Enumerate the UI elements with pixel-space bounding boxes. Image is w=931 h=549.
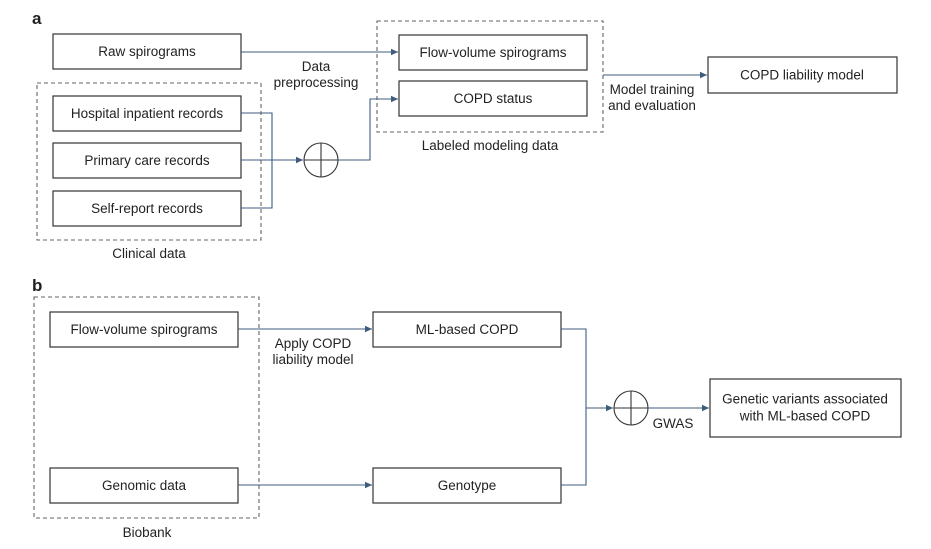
ml-based-copd-node	[372, 311, 562, 348]
genomic-data-label: Genomic data	[102, 478, 187, 493]
edge-combine-to-copd-status	[338, 95, 398, 161]
raw-spirograms-node	[52, 33, 242, 70]
hospital-records-label: Hospital inpatient records	[71, 106, 224, 121]
copd-status-label: COPD status	[454, 91, 533, 106]
genetic-variants-label-line1: Genetic variants associated	[722, 392, 888, 407]
model-training-label-line1: Model training	[610, 82, 695, 97]
data-preprocessing-label-line1: Data	[302, 59, 331, 74]
genotype-label: Genotype	[438, 478, 497, 493]
genetic-variants-label-line2: with ML-based COPD	[739, 409, 871, 424]
genomic-data-node	[49, 467, 239, 504]
labeled-modeling-data-group-label: Labeled modeling data	[422, 138, 559, 153]
apply-model-label-line2: liability model	[272, 352, 353, 367]
ml-based-copd-label: ML-based COPD	[416, 322, 519, 337]
gwas-input-bracket	[561, 328, 587, 486]
copd-liability-model-label: COPD liability model	[740, 68, 864, 83]
flow-volume-spirograms-node	[398, 34, 588, 71]
biobank-flow-volume-spirograms-node	[49, 311, 239, 348]
clinical-data-group-label: Clinical data	[112, 246, 186, 261]
labeled-modeling-data-group	[376, 20, 604, 133]
primary-care-records-label: Primary care records	[84, 153, 210, 168]
panel-a-label: a	[32, 9, 42, 28]
self-report-records-label: Self-report records	[91, 201, 203, 216]
biobank-group-label: Biobank	[123, 525, 172, 540]
biobank-flow-volume-spirograms-label: Flow-volume spirograms	[70, 322, 217, 337]
clinical-data-group	[36, 82, 262, 241]
model-training-label-line2: and evaluation	[608, 98, 696, 113]
flow-volume-spirograms-label: Flow-volume spirograms	[419, 45, 566, 60]
panel-b-label: b	[32, 276, 42, 295]
copd-status-node	[398, 80, 588, 117]
biobank-group	[33, 296, 260, 519]
apply-model-label-line1: Apply COPD	[275, 336, 352, 351]
raw-spirograms-label: Raw spirograms	[98, 44, 196, 59]
genetic-variants-node	[709, 378, 902, 438]
primary-care-records-node	[52, 142, 242, 179]
data-preprocessing-label-line2: preprocessing	[274, 75, 359, 90]
self-report-records-node	[52, 190, 242, 227]
genotype-node	[372, 467, 562, 504]
gwas-label: GWAS	[653, 416, 694, 431]
copd-liability-model-node	[707, 56, 898, 94]
